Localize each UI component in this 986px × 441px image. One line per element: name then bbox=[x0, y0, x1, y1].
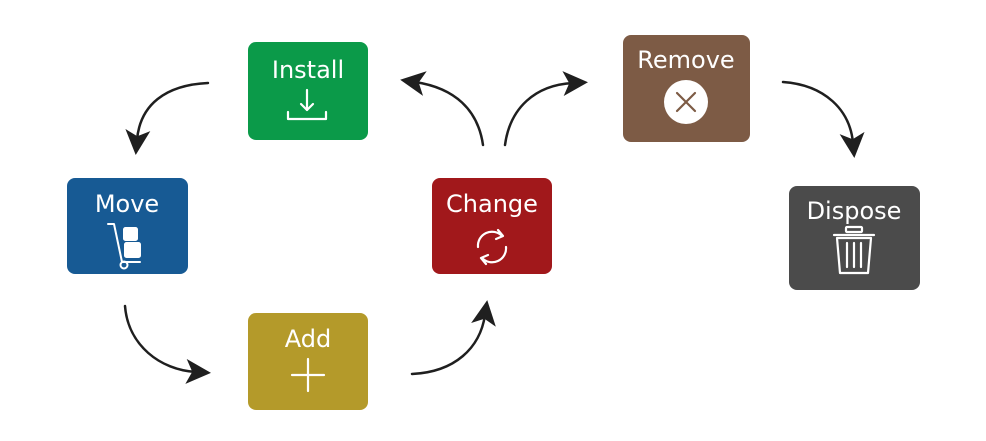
refresh-icon bbox=[476, 228, 508, 266]
plus-icon bbox=[290, 357, 326, 393]
install-label: Install bbox=[272, 56, 344, 84]
node-remove: Remove bbox=[623, 35, 750, 142]
change-box bbox=[432, 178, 552, 274]
move-label: Move bbox=[95, 190, 159, 218]
arrow-install-to-move bbox=[125, 81, 210, 155]
arrow-change-to-remove bbox=[503, 71, 588, 147]
node-move: Move bbox=[67, 178, 188, 274]
trash-icon bbox=[832, 225, 876, 275]
arrow-add-to-change bbox=[410, 300, 496, 376]
download-icon bbox=[286, 88, 328, 121]
close-circle-icon bbox=[664, 80, 708, 124]
add-label: Add bbox=[285, 325, 331, 353]
dispose-label: Dispose bbox=[807, 197, 902, 225]
change-label: Change bbox=[446, 190, 538, 218]
node-dispose: Dispose bbox=[789, 186, 920, 290]
remove-label: Remove bbox=[637, 46, 734, 74]
arrow-change-to-install bbox=[400, 71, 485, 147]
node-change: Change bbox=[432, 178, 552, 274]
arrows bbox=[123, 71, 865, 384]
node-add: Add bbox=[248, 313, 368, 410]
hand-truck-icon bbox=[107, 223, 141, 270]
arrow-remove-to-dispose bbox=[781, 80, 865, 158]
arrow-move-to-add bbox=[123, 304, 211, 384]
move-box bbox=[67, 178, 188, 274]
node-install: Install bbox=[248, 42, 368, 140]
